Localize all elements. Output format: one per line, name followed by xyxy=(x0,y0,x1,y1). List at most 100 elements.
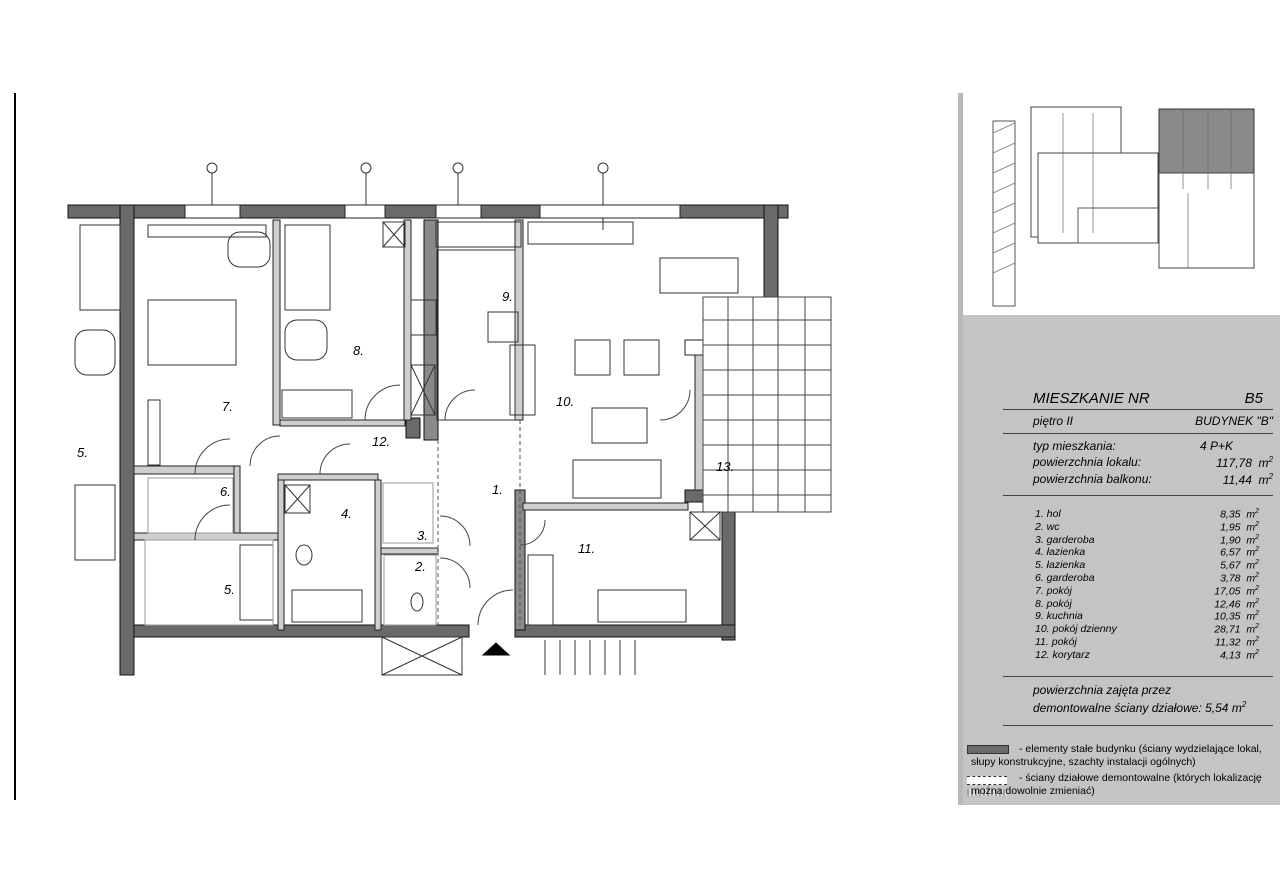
room-area-unit: m xyxy=(1246,585,1256,598)
room-area-row: 8. pokój 12,46 m2 xyxy=(1035,598,1265,611)
floor-plan: 7. 8. 9. 10. 12. 1. 3. 2. 4. 5. 6. 11. 1… xyxy=(14,93,832,800)
room-area: 17,05 m2 xyxy=(1214,585,1259,598)
room-area-unit-exp: 2 xyxy=(1255,572,1259,579)
room-name: 5. łazienka xyxy=(1035,559,1086,572)
room-name: 2. wc xyxy=(1035,520,1060,533)
room-area-unit: m xyxy=(1246,636,1256,649)
room-area: 4,13 m2 xyxy=(1220,649,1259,662)
partition-walls xyxy=(133,219,704,631)
room-label-13: 13. xyxy=(716,459,734,474)
divider xyxy=(1003,433,1273,434)
room-labels: 7. 8. 9. 10. 12. 1. 3. 2. 4. 5. 6. 11. 1… xyxy=(77,289,734,597)
room-area-value: 28,71 xyxy=(1214,623,1241,636)
legend-text-removable: - ściany działowe demontowalne (których … xyxy=(971,772,1262,797)
room-area-value: 1,90 xyxy=(1220,534,1241,547)
room-area-value: 12,46 xyxy=(1214,598,1241,611)
room-area-unit: m xyxy=(1246,559,1256,572)
walls-value: 5,54 xyxy=(1205,701,1229,715)
balcony-unit-exp: 2 xyxy=(1268,472,1273,481)
room-area-unit: m xyxy=(1246,649,1256,662)
area-unit-exp: 2 xyxy=(1268,455,1273,464)
room-area-unit: m xyxy=(1246,572,1256,585)
room-name: 12. korytarz xyxy=(1035,648,1090,661)
room-area-row: 2. wc 1,95 m2 xyxy=(1035,521,1265,534)
room-area-unit-exp: 2 xyxy=(1255,648,1259,656)
room-area-row: 1. hol 8,35 m2 xyxy=(1035,508,1265,521)
balcony-value: 11,44 xyxy=(1222,473,1252,487)
room-area-unit: m xyxy=(1246,623,1256,636)
walls-unit-exp: 2 xyxy=(1241,700,1247,709)
windows xyxy=(184,204,708,356)
room-area-unit-exp: 2 xyxy=(1255,597,1259,605)
room-label-1: 1. xyxy=(492,482,503,497)
floor-plan-drawing xyxy=(67,162,832,676)
room-area-unit: m xyxy=(1246,598,1256,611)
room-name: 11. pokój xyxy=(1035,636,1077,648)
divider xyxy=(1003,676,1273,677)
room-area-unit: m xyxy=(1246,508,1256,521)
room-label-7: 7. xyxy=(222,399,233,414)
room-area-unit-exp: 2 xyxy=(1255,584,1259,592)
room-area-unit-exp: 2 xyxy=(1255,623,1259,631)
room-area-unit: m xyxy=(1246,521,1256,534)
type-label: typ mieszkania: xyxy=(1033,439,1116,453)
room-label-3: 3. xyxy=(417,528,428,543)
room-area-unit: m xyxy=(1246,546,1256,559)
room-area-value: 6,57 xyxy=(1220,546,1241,559)
walls-label-2: demontowalne ściany działowe: xyxy=(1033,701,1202,715)
room-area-value: 11,32 xyxy=(1215,636,1241,649)
room-label-12: 12. xyxy=(372,434,390,449)
legend-swatch-hatched xyxy=(967,789,1007,796)
room-label-9: 9. xyxy=(502,289,513,304)
panel-grey-area xyxy=(963,315,1280,805)
room-area-row: 5. łazienka 5,67 m2 xyxy=(1035,559,1265,572)
walls-label-1: powierzchnia zajęta przez xyxy=(1033,683,1172,697)
room-name: 8. pokój xyxy=(1035,597,1072,610)
room-area-row: 10. pokój dzienny 28,71 m2 xyxy=(1035,623,1265,636)
apartment-title-row: MIESZKANIE NR B5 xyxy=(1033,390,1263,407)
room-area: 1,95 m2 xyxy=(1220,521,1259,534)
room-name: 1. hol xyxy=(1035,508,1061,520)
divider xyxy=(1003,495,1273,496)
room-label-10: 10. xyxy=(556,394,574,409)
room-area-value: 1,95 xyxy=(1220,521,1241,534)
room-area: 12,46 m2 xyxy=(1214,598,1259,611)
room-label-5-neighbor: 5. xyxy=(77,445,88,460)
permanent-walls xyxy=(67,204,789,676)
room-name: 6. garderoba xyxy=(1035,572,1095,584)
room-area: 5,67 m2 xyxy=(1220,559,1259,572)
balcony xyxy=(702,296,832,513)
room-name: 10. pokój dzienny xyxy=(1035,623,1117,636)
room-name: 9. kuchnia xyxy=(1035,610,1083,623)
room-area-value: 10,35 xyxy=(1214,610,1241,623)
area-row: powierzchnia lokalu: 117,78 m2 xyxy=(1033,455,1273,470)
room-area-unit-exp: 2 xyxy=(1255,520,1259,528)
room-label-8: 8. xyxy=(353,343,364,358)
room-area-value: 8,35 xyxy=(1220,508,1241,521)
room-label-11: 11. xyxy=(578,541,595,556)
furniture xyxy=(74,221,739,676)
entrance-arrow xyxy=(481,642,511,656)
room-area: 28,71 m2 xyxy=(1214,623,1259,636)
room-area: 8,35 m2 xyxy=(1220,508,1259,521)
apartment-title: MIESZKANIE NR xyxy=(1033,390,1150,407)
legend-text-permanent: - elementy stałe budynku (ściany wydziel… xyxy=(971,743,1262,768)
room-area-unit-exp: 2 xyxy=(1255,533,1259,541)
balcony-unit: m xyxy=(1258,473,1269,487)
room-name: 4. łazienka xyxy=(1035,546,1086,559)
building-label: BUDYNEK "B" xyxy=(1195,414,1273,428)
type-value: 4 P+K xyxy=(1199,439,1233,453)
door-swings xyxy=(194,384,691,626)
room-area: 1,90 m2 xyxy=(1220,534,1259,547)
info-panel: MIESZKANIE NR B5 piętro II BUDYNEK "B" t… xyxy=(958,93,1280,805)
axis-markers xyxy=(206,162,609,230)
floor-label: piętro II xyxy=(1033,414,1074,428)
room-area-value: 5,67 xyxy=(1220,559,1241,572)
room-area-unit: m xyxy=(1246,534,1256,547)
room-label-2: 2. xyxy=(414,559,426,574)
